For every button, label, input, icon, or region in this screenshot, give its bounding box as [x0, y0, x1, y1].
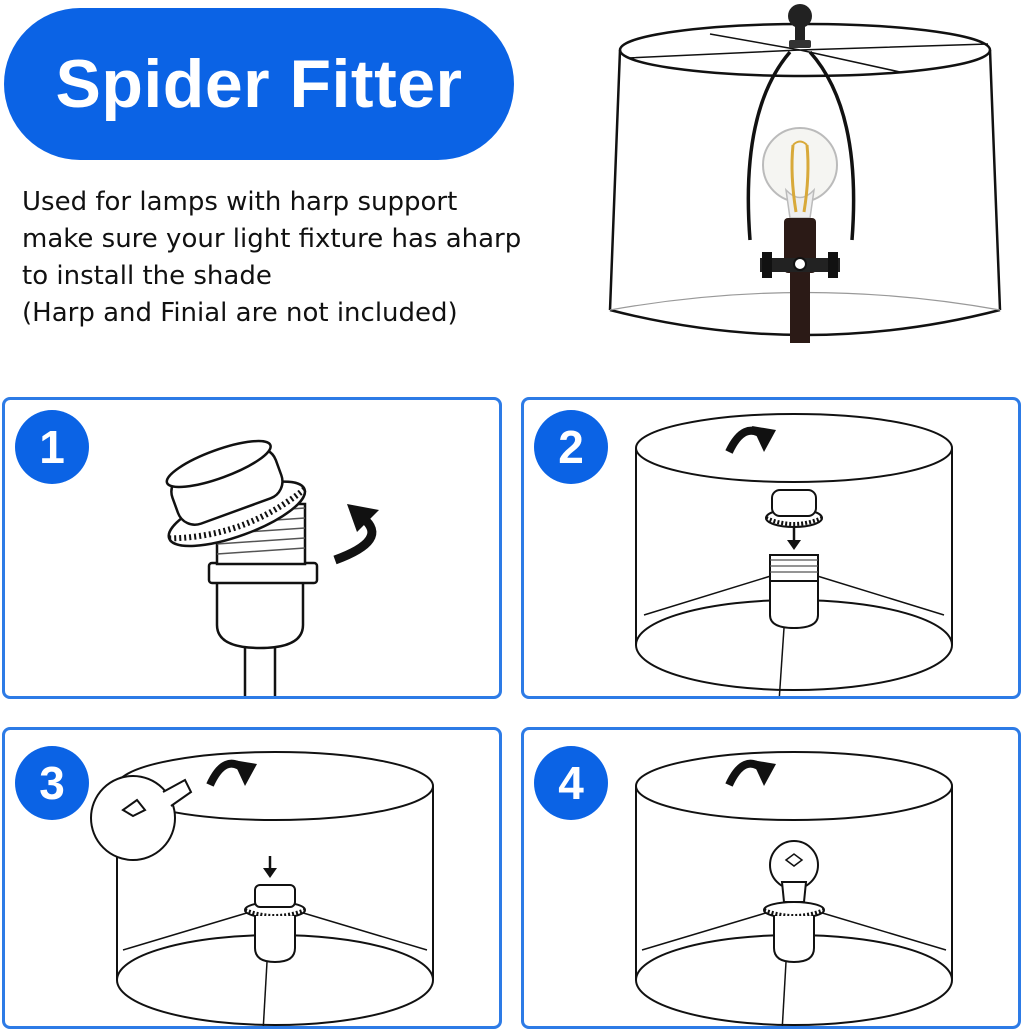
title-banner: Spider Fitter	[4, 8, 514, 160]
rotate-arrow-icon	[725, 759, 776, 787]
rotate-arrow-icon	[725, 426, 776, 454]
down-arrow-icon	[787, 528, 801, 550]
step-1-panel: 1	[2, 397, 502, 699]
step-1-badge: 1	[15, 410, 89, 484]
threaded-ring-icon	[765, 489, 823, 528]
description-line-4: (Harp and Finial are not included)	[22, 298, 458, 328]
step-1-illustration	[165, 439, 379, 696]
step-3-panel: 3	[2, 727, 502, 1029]
step-3-badge: 3	[15, 746, 89, 820]
step-2-illustration	[635, 413, 953, 696]
step-2-panel: 2	[521, 397, 1021, 699]
description-line-1: Used for lamps with harp support	[22, 187, 458, 217]
step-4-badge: 4	[534, 746, 608, 820]
description: Used for lamps with harp support make su…	[22, 184, 582, 332]
rotate-arrow-icon	[206, 759, 257, 787]
finial-icon	[788, 4, 812, 48]
lampshade-with-harp-illustration	[608, 4, 1002, 343]
description-line-2: make sure your light fixture has aharp	[22, 224, 522, 254]
bulb-icon	[762, 127, 838, 219]
bulb-icon	[769, 840, 819, 903]
rotate-arrow-icon	[333, 504, 379, 565]
threaded-ring-icon	[165, 439, 307, 548]
step-4-illustration	[635, 751, 953, 1026]
page-title: Spider Fitter	[55, 46, 463, 122]
step-2-badge: 2	[534, 410, 608, 484]
step-3-illustration	[90, 751, 434, 1026]
description-line-3: to install the shade	[22, 261, 272, 291]
step-4-panel: 4	[521, 727, 1021, 1029]
down-arrow-icon	[263, 856, 277, 878]
bulb-icon	[90, 775, 193, 861]
